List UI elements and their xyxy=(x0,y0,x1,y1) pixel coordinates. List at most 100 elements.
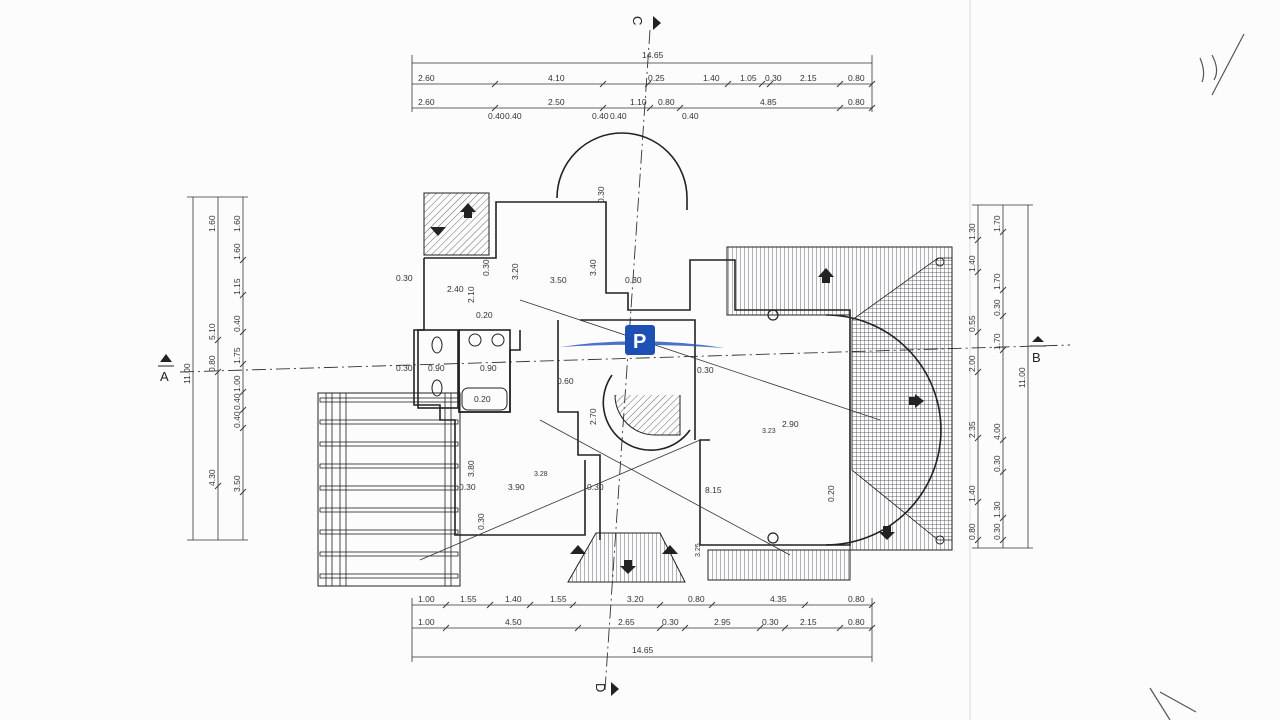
botRow1-dim-5: 0.80 xyxy=(688,594,705,604)
pergola-slat xyxy=(319,397,459,403)
topRow1-dim-4: 1.05 xyxy=(740,73,757,83)
leftOuter-dim-1: 0.80 xyxy=(207,355,217,372)
rightB-dim-7: 0.30 xyxy=(992,523,1002,540)
botRow2-dim-5: 0.30 xyxy=(762,617,779,627)
section-marker-b: B xyxy=(1030,336,1046,365)
leftInner-dim-5: 0.40 xyxy=(232,393,242,410)
svg-text:D: D xyxy=(593,683,608,692)
rightA-dim-4: 2.35 xyxy=(967,421,977,438)
topRow2-dim-2: 1.10 xyxy=(630,97,647,107)
section-axis-cd xyxy=(604,29,651,691)
top-sub-dim-0: 0.40 xyxy=(488,111,505,121)
top-sub-dim-1: 0.40 xyxy=(505,111,522,121)
roof-hatch-bottom xyxy=(567,532,686,583)
svg-text:0.30: 0.30 xyxy=(625,275,642,285)
svg-text:3.28: 3.28 xyxy=(534,471,548,478)
leftInner-dim-2: 0.40 xyxy=(232,315,242,332)
svg-text:0.30: 0.30 xyxy=(596,186,606,203)
svg-text:C: C xyxy=(630,16,645,25)
svg-text:0.30: 0.30 xyxy=(587,482,604,492)
svg-text:3.20: 3.20 xyxy=(510,263,520,280)
rightB-dim-4: 4.00 xyxy=(992,423,1002,440)
topRow1-dim-6: 2.15 xyxy=(800,73,817,83)
botRow1-dim-2: 1.40 xyxy=(505,594,522,604)
pergola-slat xyxy=(319,529,459,535)
svg-text:0.20: 0.20 xyxy=(474,394,491,404)
svg-text:0.30: 0.30 xyxy=(396,363,413,373)
pergola-slat xyxy=(319,551,459,557)
svg-text:0.30: 0.30 xyxy=(459,482,476,492)
handwritten-mark xyxy=(1149,687,1197,721)
right-total-dim: 11.00 xyxy=(1017,367,1027,388)
botRow1-dim-7: 0.80 xyxy=(848,594,865,604)
topRow1-dim-5: 0.30 xyxy=(765,73,782,83)
left-outer-top-dim: 1.60 xyxy=(207,215,217,232)
botRow2-dim-4: 2.95 xyxy=(714,617,731,627)
right-dimensions: 11.00 1.301.400.552.002.351.400.80 1.701… xyxy=(967,204,1033,549)
topRow1-dim-7: 0.80 xyxy=(848,73,865,83)
watermark-logo: P xyxy=(560,325,725,355)
svg-text:8.15: 8.15 xyxy=(705,485,722,495)
svg-text:2.40: 2.40 xyxy=(447,284,464,294)
leftInner-dim-1: 1.15 xyxy=(232,278,242,295)
svg-text:P: P xyxy=(633,331,646,353)
rightA-dim-3: 2.00 xyxy=(967,355,977,372)
rightB-dim-1: 1.70 xyxy=(992,273,1002,290)
leftInner-dim-3: 1.75 xyxy=(232,347,242,364)
topRow1-dim-1: 4.10 xyxy=(548,73,565,83)
top-sub-dim-3: 0.40 xyxy=(610,111,627,121)
spiral-stair xyxy=(614,394,681,436)
leftInner-dim-6: 0.40 xyxy=(232,411,242,428)
botRow1-dim-6: 4.35 xyxy=(770,594,787,604)
botRow2-dim-7: 0.80 xyxy=(848,617,865,627)
svg-text:0.30: 0.30 xyxy=(481,259,491,276)
svg-text:0.60: 0.60 xyxy=(557,376,574,386)
botRow1-dim-4: 3.20 xyxy=(627,594,644,604)
section-marker-c: C xyxy=(630,16,661,30)
rightB-dim-6: 1.30 xyxy=(992,501,1002,518)
left-dimensions: 11.00 1.60 1.60 5.100.804.30 1.601.150.4… xyxy=(182,196,248,541)
top-sub-dim-4: 0.40 xyxy=(682,111,699,121)
pergola-slat xyxy=(319,419,459,425)
pergola-slat xyxy=(319,507,459,513)
topRow2-dim-4: 4.85 xyxy=(760,97,777,107)
svg-text:A: A xyxy=(160,369,169,384)
rightB-dim-3: 1.70 xyxy=(992,333,1002,350)
section-marker-a: A xyxy=(158,354,174,384)
rightB-dim-2: 0.30 xyxy=(992,299,1002,316)
botRow2-dim-2: 2.65 xyxy=(618,617,635,627)
round-balcony xyxy=(556,132,688,210)
topRow2-dim-1: 2.50 xyxy=(548,97,565,107)
topRow2-dim-5: 0.80 xyxy=(848,97,865,107)
building-plan: 0.30 2.40 2.10 0.30 3.20 3.50 3.40 0.30 … xyxy=(317,132,953,587)
svg-text:2.10: 2.10 xyxy=(466,286,476,303)
svg-text:0.20: 0.20 xyxy=(476,310,493,320)
botRow1-dim-0: 1.00 xyxy=(418,594,435,604)
handwritten-signature xyxy=(1199,33,1245,96)
svg-text:B: B xyxy=(1032,350,1041,365)
leftInner-dim-0: 1.60 xyxy=(232,243,242,260)
svg-text:2.90: 2.90 xyxy=(782,419,799,429)
svg-text:3.90: 3.90 xyxy=(508,482,525,492)
bottom-total-dim: 14.65 xyxy=(632,645,654,655)
svg-text:0.20: 0.20 xyxy=(826,485,836,502)
svg-text:3.25: 3.25 xyxy=(695,543,702,557)
leftInner-dim-4: 1.00 xyxy=(232,375,242,392)
rightA-dim-0: 1.30 xyxy=(967,223,977,240)
topRow1-dim-0: 2.60 xyxy=(418,73,435,83)
botRow1-dim-3: 1.55 xyxy=(550,594,567,604)
rightA-dim-2: 0.55 xyxy=(967,315,977,332)
rightA-dim-1: 1.40 xyxy=(967,255,977,272)
botRow2-dim-0: 1.00 xyxy=(418,617,435,627)
pergola-slat xyxy=(319,485,459,491)
svg-text:2.70: 2.70 xyxy=(588,408,598,425)
left-inner-top-dim: 1.60 xyxy=(232,215,242,232)
rightB-dim-5: 0.30 xyxy=(992,455,1002,472)
topRow1-dim-2: 0.25 xyxy=(648,73,665,83)
rightB-dim-0: 1.70 xyxy=(992,215,1002,232)
svg-text:0.30: 0.30 xyxy=(697,365,714,375)
left-total-dim: 11.00 xyxy=(182,363,192,384)
botRow1-dim-1: 1.55 xyxy=(460,594,477,604)
